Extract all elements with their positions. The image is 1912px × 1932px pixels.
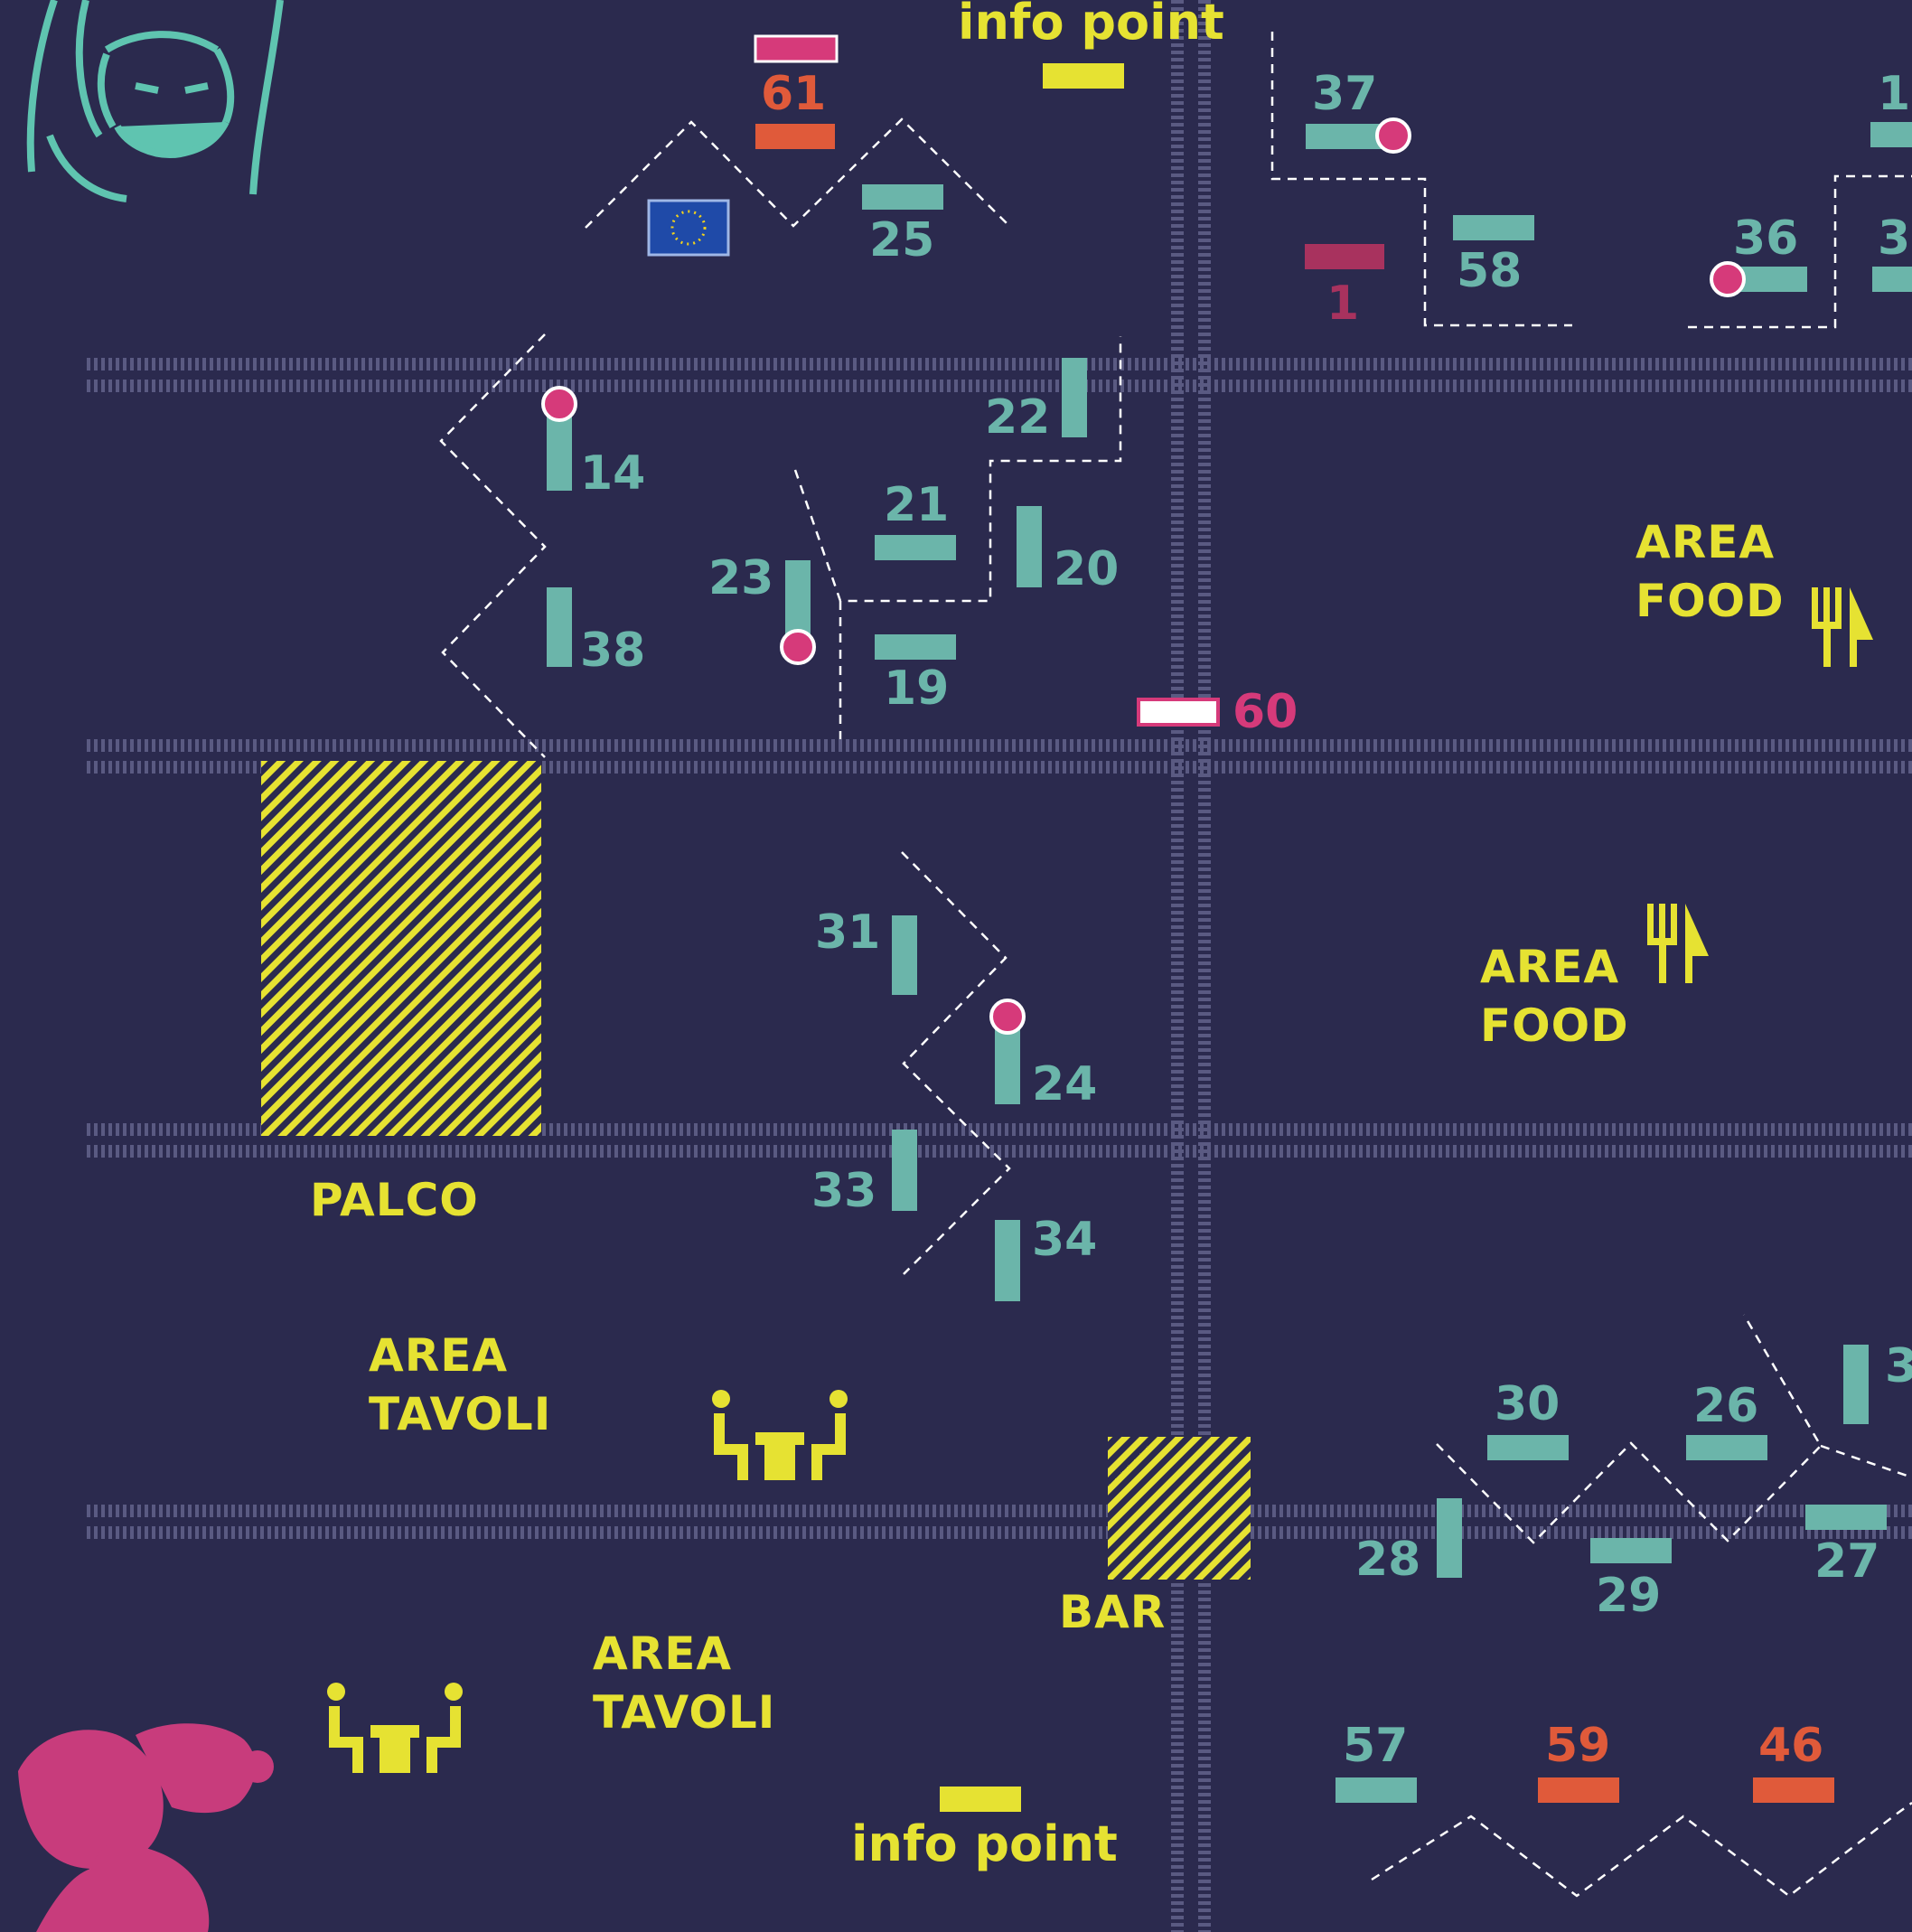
stand-bar-46: [1753, 1777, 1834, 1803]
stand-bar-59: [1538, 1777, 1619, 1803]
area-food-label-1-line1: AREA: [1636, 516, 1776, 568]
stand-bar-26: [1686, 1435, 1767, 1460]
stand-bar-edge-3a: [1872, 267, 1912, 292]
marker-dots: [541, 117, 1746, 1035]
stand-bar-33: [892, 1130, 917, 1211]
stand-label-61: 61: [761, 67, 827, 121]
stand-label-21: 21: [884, 478, 950, 532]
stand-bar-61: [755, 124, 835, 149]
dashed-outlines: [439, 32, 1912, 1898]
palco-label: PALCO: [310, 1174, 479, 1226]
stand-bar-29: [1590, 1538, 1672, 1563]
stand-label-30: 30: [1495, 1377, 1561, 1431]
gorilla-illustration: [26, 0, 284, 202]
stand-bar-info-top: [1043, 63, 1124, 89]
stand-label-20: 20: [1054, 542, 1120, 596]
stand-bar-31: [892, 915, 917, 995]
marker-dot: [1375, 117, 1411, 154]
stand-label-37: 37: [1312, 67, 1378, 121]
stand-bar-30: [1487, 1435, 1569, 1460]
stand-bar-23: [785, 560, 811, 640]
stand-label-28: 28: [1355, 1533, 1421, 1587]
stand-label-14: 14: [580, 446, 646, 501]
area-food-label-2: AREA FOOD: [1480, 938, 1629, 1055]
marker-dot: [780, 629, 816, 665]
stand-label-58: 58: [1457, 244, 1523, 298]
bar-area: [1108, 1437, 1251, 1580]
stand-label-59: 59: [1545, 1719, 1611, 1773]
stand-label-36: 36: [1733, 211, 1799, 266]
stand-label-25: 25: [869, 213, 935, 267]
stand-bar-58: [1453, 215, 1534, 240]
eu-flag-icon: [647, 199, 730, 257]
stand-label-38: 38: [580, 624, 646, 678]
table-seating-icon: [327, 1683, 463, 1773]
area-tavoli-label-2: AREA TAVOLI: [593, 1625, 775, 1742]
area-tavoli-label-1-line1: AREA: [369, 1329, 509, 1382]
stand-label-57: 57: [1343, 1719, 1409, 1773]
stand-label-24: 24: [1032, 1057, 1098, 1111]
stand-label-edge-3b: 3: [1885, 1339, 1912, 1393]
area-food-label-2-line2: FOOD: [1480, 999, 1629, 1052]
info-point-label-top: info point: [958, 0, 1224, 51]
marker-dot: [989, 999, 1026, 1035]
stand-bar-60: [1137, 698, 1220, 727]
stand-label-26: 26: [1693, 1379, 1759, 1433]
stand-label-33: 33: [811, 1164, 877, 1218]
stand-bar-61-top: [754, 34, 839, 63]
stand-label-23: 23: [708, 551, 774, 605]
stand-label-27: 27: [1814, 1534, 1880, 1589]
fork-knife-icon: [1647, 904, 1709, 983]
stand-bar-edge-1: [1870, 122, 1912, 147]
area-food-label-2-line1: AREA: [1480, 941, 1620, 993]
fork-knife-icon: [1812, 587, 1873, 667]
palco-stage: [261, 761, 541, 1136]
table-seating-icon: [712, 1390, 848, 1480]
monkey-illustration: [18, 1723, 274, 1932]
area-tavoli-label-1-line2: TAVOLI: [369, 1388, 552, 1440]
stand-label-19: 19: [884, 661, 950, 716]
area-tavoli-label-2-line2: TAVOLI: [593, 1686, 776, 1739]
stand-bar-34: [995, 1220, 1020, 1301]
stand-label-edge-3a: 3: [1878, 211, 1911, 266]
bar-label: BAR: [1059, 1586, 1167, 1638]
stand-bar-22: [1062, 358, 1087, 437]
stand-label-1: 1: [1326, 277, 1360, 331]
stand-bar-info-bottom: [940, 1787, 1021, 1812]
stand-bars: [547, 34, 1912, 1812]
stand-label-34: 34: [1032, 1213, 1098, 1267]
area-food-label-1-line2: FOOD: [1636, 575, 1785, 627]
stand-label-22: 22: [985, 390, 1051, 445]
stand-bar-14: [547, 411, 572, 491]
stand-label-31: 31: [815, 905, 881, 960]
stand-bar-24: [995, 1023, 1020, 1104]
area-tavoli-label-2-line1: AREA: [593, 1627, 733, 1680]
stand-bar-edge-3b: [1843, 1345, 1869, 1424]
info-point-label-bottom: info point: [851, 1815, 1118, 1872]
stand-bar-25: [862, 184, 943, 210]
stand-bar-20: [1017, 506, 1042, 587]
stand-label-edge-1: 1: [1878, 67, 1911, 121]
stand-label-29: 29: [1596, 1569, 1662, 1623]
stand-bar-57: [1336, 1777, 1417, 1803]
stand-bar-1: [1305, 244, 1384, 269]
stand-bar-21: [875, 535, 956, 560]
marker-dot: [541, 386, 577, 422]
marker-dot: [1710, 261, 1746, 297]
stand-bar-38: [547, 587, 572, 667]
stand-bar-27: [1805, 1505, 1887, 1530]
stand-bar-19: [875, 634, 956, 660]
area-food-label-1: AREA FOOD: [1636, 513, 1785, 631]
stand-label-46: 46: [1758, 1719, 1824, 1773]
stand-label-60: 60: [1232, 685, 1298, 739]
area-tavoli-label-1: AREA TAVOLI: [369, 1327, 551, 1444]
stand-bar-28: [1437, 1498, 1462, 1578]
